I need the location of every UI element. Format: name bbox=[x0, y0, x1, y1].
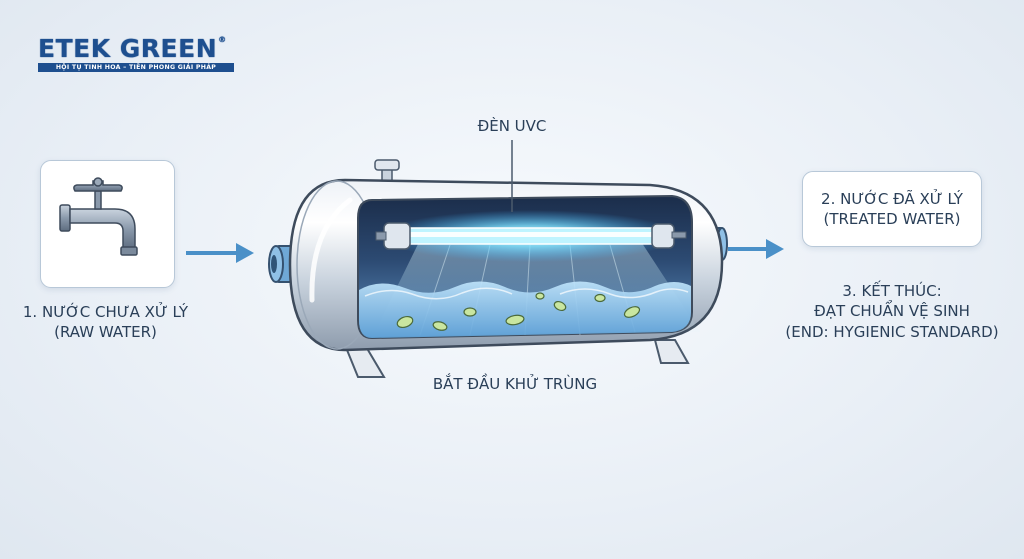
arrow-right-icon bbox=[186, 243, 254, 263]
raw-water-card bbox=[40, 160, 175, 288]
registered-mark: ® bbox=[218, 35, 227, 44]
raw-water-subtitle: (RAW WATER) bbox=[54, 323, 157, 342]
end-label: 3. KẾT THÚC: ĐẠT CHUẨN VỆ SINH (END: HYG… bbox=[782, 281, 1002, 342]
end-subtitle: ĐẠT CHUẨN VỆ SINH bbox=[814, 302, 970, 321]
raw-water-title: 1. NƯỚC CHƯA XỬ LÝ bbox=[22, 303, 189, 321]
brand-name: ETEK GREEN® bbox=[38, 34, 227, 63]
treated-water-title: 2. NƯỚC ĐÃ XỬ LÝ bbox=[821, 189, 963, 208]
arrow-right-icon bbox=[728, 239, 784, 259]
top-valve bbox=[374, 159, 400, 185]
uvc-lamp-label: ĐÈN UVC bbox=[477, 117, 547, 135]
brand-tagline: HỘI TỤ TINH HOA – TIÊN PHONG GIẢI PHÁP bbox=[38, 63, 234, 72]
tank-legs bbox=[343, 339, 690, 378]
brand-logo: ETEK GREEN® HỘI TỤ TINH HOA – TIÊN PHONG… bbox=[38, 36, 234, 72]
end-title: 3. KẾT THÚC: bbox=[842, 282, 942, 300]
uvc-lamp bbox=[375, 210, 687, 262]
bacteria-icon bbox=[396, 292, 641, 331]
raw-water-label: 1. NƯỚC CHƯA XỬ LÝ (RAW WATER) bbox=[18, 302, 193, 343]
faucet-icon bbox=[59, 177, 138, 256]
treated-water-card: 2. NƯỚC ĐÃ XỬ LÝ (TREATED WATER) bbox=[802, 171, 982, 247]
start-disinfection-label: BẮT ĐẦU KHỬ TRÙNG bbox=[432, 375, 598, 393]
treated-water-subtitle: (TREATED WATER) bbox=[823, 210, 961, 228]
end-english: (END: HYGIENIC STANDARD) bbox=[785, 322, 999, 341]
